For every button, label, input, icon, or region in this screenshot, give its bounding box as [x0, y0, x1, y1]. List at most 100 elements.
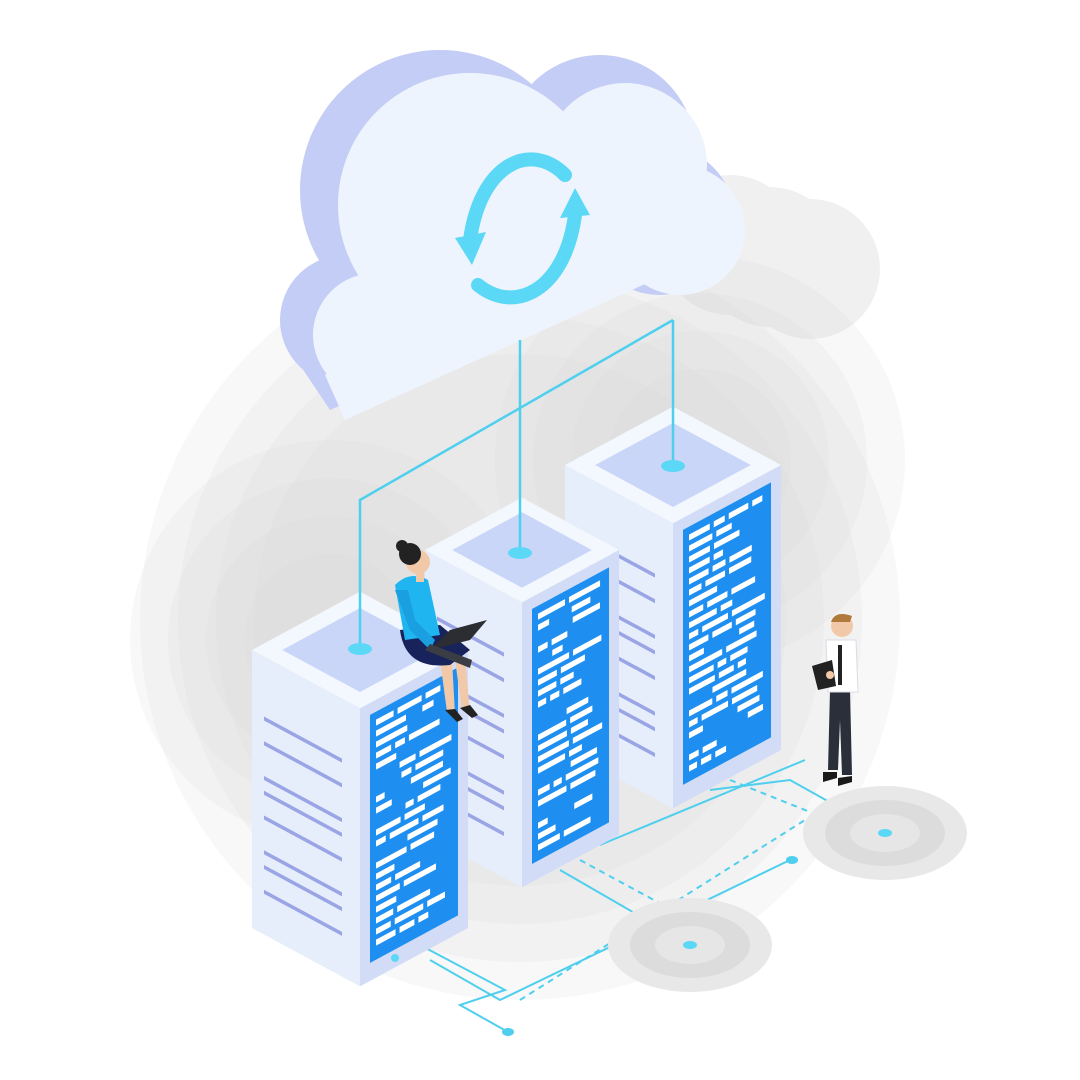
server-led: [410, 831, 435, 851]
server-led: [689, 628, 699, 640]
server-led: [570, 718, 588, 734]
server-led: [395, 860, 421, 881]
server-led: [376, 792, 385, 803]
server-led: [403, 863, 436, 887]
server-led: [376, 882, 400, 902]
server-vent: [264, 864, 342, 912]
server-led: [689, 568, 709, 585]
server-led: [376, 895, 397, 913]
server-led: [427, 891, 445, 908]
server-led: [572, 602, 600, 623]
server-led: [701, 753, 712, 766]
server-led: [730, 646, 748, 662]
ground-connectors: [419, 759, 886, 1033]
server-led: [731, 575, 756, 595]
cloud-shadow: [740, 199, 880, 339]
server-led: [731, 670, 763, 694]
server-led: [422, 699, 434, 712]
person-with-tablet: [812, 614, 859, 786]
server-led: [689, 533, 713, 552]
cloud-icon: [280, 50, 880, 420]
server-led: [550, 690, 560, 702]
server-led: [395, 737, 405, 749]
server-led: [712, 558, 726, 572]
server-panel: [370, 667, 458, 963]
server-led: [399, 753, 416, 768]
server-led: [423, 767, 451, 789]
server-led: [707, 590, 728, 608]
server-led: [376, 876, 392, 891]
server-led: [405, 798, 414, 809]
server-led: [566, 696, 589, 715]
status-led: [391, 954, 399, 962]
server-led: [747, 703, 764, 718]
connector-dot: [786, 856, 798, 864]
server-led: [570, 705, 593, 724]
server-led: [397, 888, 431, 913]
server-led: [538, 817, 548, 829]
server-led: [538, 785, 567, 807]
server-led: [407, 818, 438, 841]
server-led: [571, 596, 591, 613]
server-led: [689, 664, 714, 684]
server-vent: [264, 741, 342, 788]
server-led: [538, 651, 570, 675]
server-led: [689, 634, 709, 651]
server-led: [538, 697, 547, 708]
server-led: [689, 725, 703, 739]
cloud-connectors: [358, 318, 675, 648]
server-led: [560, 654, 585, 674]
person-with-laptop: [395, 540, 487, 722]
cloud-front: [313, 73, 745, 420]
server-led: [731, 592, 765, 617]
server-led: [689, 749, 699, 761]
server-led: [410, 760, 443, 784]
server-led: [565, 757, 599, 781]
server-led: [538, 618, 550, 631]
server-led: [737, 657, 746, 669]
server-led: [689, 585, 718, 607]
server-led: [752, 495, 763, 507]
server-led: [401, 766, 412, 778]
server-led: [689, 674, 715, 695]
server-led: [572, 722, 603, 744]
server-panel: [683, 482, 771, 785]
server-led: [376, 816, 401, 836]
server-led: [419, 733, 452, 758]
server-led: [705, 570, 726, 587]
server-led: [739, 620, 755, 635]
server-led: [538, 599, 565, 620]
server-led: [726, 630, 757, 653]
server-led: [689, 698, 713, 717]
server-led: [422, 804, 444, 822]
server-vent: [264, 850, 342, 897]
server-led: [538, 730, 567, 752]
server-led: [538, 680, 557, 697]
server-led: [689, 647, 704, 662]
server-led: [376, 920, 391, 935]
server-led: [689, 607, 717, 629]
server-led: [376, 799, 392, 814]
server-led: [552, 644, 563, 657]
server-vents: [264, 716, 342, 936]
server-led: [397, 695, 422, 715]
server-led: [569, 744, 582, 757]
server-led: [563, 816, 591, 837]
server-led: [720, 599, 733, 612]
server-led: [399, 918, 415, 933]
server-led: [538, 753, 566, 774]
server-led: [538, 740, 569, 763]
server-led: [732, 684, 758, 705]
server-led: [689, 761, 698, 772]
server-led: [728, 502, 749, 520]
server-panel: [532, 567, 609, 864]
server-led: [389, 817, 419, 840]
server-led: [702, 739, 717, 754]
server-vent: [264, 815, 342, 862]
server-led: [713, 515, 725, 528]
server-led: [717, 657, 727, 669]
server-led: [563, 678, 582, 695]
server-led: [701, 700, 729, 721]
server-led: [538, 832, 560, 851]
server-led: [570, 746, 597, 768]
